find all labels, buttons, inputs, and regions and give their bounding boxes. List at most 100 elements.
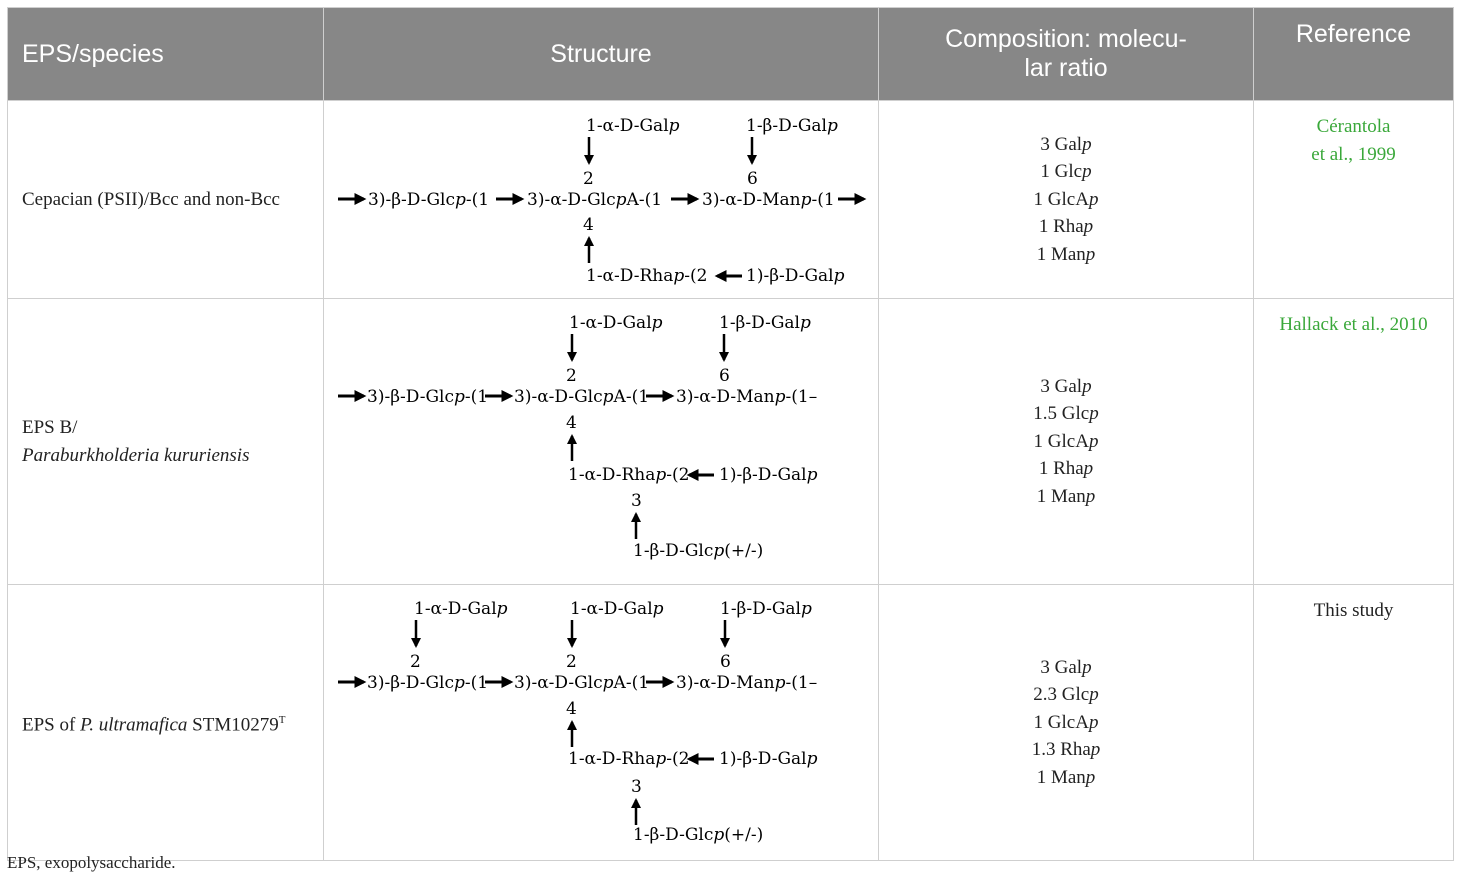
structure-cell: 1-α-D-Galp 1-α-D-Galp 1-β-D-Galp 2 2 6 3… <box>323 584 879 861</box>
down-arrow-icon <box>747 137 757 165</box>
up-arrow-icon <box>567 434 577 461</box>
species-cell: EPS of P. ultramafica STM10279T <box>7 584 324 861</box>
composition-line: 3 Galp <box>1040 656 1092 678</box>
linkage-position: 3 <box>631 777 642 797</box>
down-arrow-icon <box>584 137 594 165</box>
up-arrow-icon <box>567 720 577 747</box>
header-structure: Structure <box>323 7 879 101</box>
branch-label: 1-α-D-Galp <box>569 313 663 333</box>
composition-line: 1 Rhap <box>1038 458 1094 480</box>
branch-label: 1)-β-D-Galp <box>719 749 818 769</box>
up-arrow-icon <box>584 236 594 263</box>
linkage-position: 3 <box>631 491 642 511</box>
header-composition-line1: Composition: molecu- <box>945 25 1187 53</box>
reference-link[interactable]: Hallack et al., 2010 <box>1279 314 1428 335</box>
branch-label: 1)-β-D-Galp <box>746 266 845 286</box>
backbone-residue: 3)-α-D-GlcpA-(1 <box>514 387 650 407</box>
linkage-position: 2 <box>566 652 577 672</box>
branch-label: 1-β-D-Galp <box>720 599 812 619</box>
backbone-residue: 3)-α-D-Manp-(1 <box>702 190 835 210</box>
linkage-position: 2 <box>583 169 594 189</box>
linkage-position: 6 <box>747 169 758 189</box>
composition-line: 1 Manp <box>1036 485 1096 507</box>
down-arrow-icon <box>411 620 421 648</box>
species-cell: Cepacian (PSII)/Bcc and non-Bcc <box>7 100 324 299</box>
right-arrow-icon <box>496 193 525 205</box>
composition-line: 2.3 Glcp <box>1033 684 1099 706</box>
branch-label: 1-α-D-Galp <box>414 599 508 619</box>
right-arrow-icon <box>646 676 675 688</box>
up-arrow-icon <box>631 798 641 825</box>
composition-line: 1 Manp <box>1036 766 1096 788</box>
right-arrow-icon <box>338 676 367 688</box>
down-arrow-icon <box>720 620 730 648</box>
left-arrow-icon <box>686 469 714 481</box>
composition-cell: 3 Galp 2.3 Glcp 1 GlcAp 1.3 Rhap 1 Manp <box>878 584 1254 861</box>
structure-diagram: 1-α-D-Galp 1-β-D-Galp 2 6 3)-β-D-Glcp-(1… <box>324 101 879 298</box>
composition-line: 3 Galp <box>1040 133 1092 155</box>
right-arrow-icon <box>838 193 867 205</box>
right-arrow-icon <box>485 676 514 688</box>
composition-line: 1 Rhap <box>1038 216 1094 238</box>
right-arrow-icon <box>671 193 700 205</box>
branch-label: 1-α-D-Rhap-(2 <box>568 749 690 769</box>
eps-table: EPS/species Structure Composition: molec… <box>7 7 1454 861</box>
right-arrow-icon <box>338 390 367 402</box>
branch-label: 1)-β-D-Galp <box>719 465 818 485</box>
composition-line: 1.3 Rhap <box>1031 739 1101 761</box>
composition-line: 3 Galp <box>1040 375 1092 397</box>
right-arrow-icon <box>646 390 675 402</box>
backbone-residue: 3)-β-D-Glcp-(1 <box>367 673 489 693</box>
linkage-position: 4 <box>583 215 594 235</box>
backbone-residue: 3)-β-D-Glcp-(1 <box>368 190 490 210</box>
composition-line: 1 GlcAp <box>1033 430 1099 452</box>
composition-line: 1 GlcAp <box>1033 188 1099 210</box>
left-arrow-icon <box>714 270 742 282</box>
composition-line: 1 Manp <box>1036 243 1096 265</box>
down-arrow-icon <box>567 620 577 648</box>
header-reference: Reference <box>1253 7 1454 101</box>
table-footnote: EPS, exopolysaccharide. <box>7 853 176 872</box>
branch-label: 1-β-D-Galp <box>719 313 811 333</box>
up-arrow-icon <box>631 512 641 539</box>
composition-cell: 3 Galp 1.5 Glcp 1 GlcAp 1 Rhap 1 Manp <box>878 298 1254 585</box>
linkage-position: 4 <box>566 413 577 433</box>
linkage-position: 6 <box>720 652 731 672</box>
header-row: EPS/species Structure Composition: molec… <box>7 7 1454 101</box>
backbone-residue: 3)-β-D-Glcp-(1 <box>367 387 489 407</box>
structure-diagram: 1-α-D-Galp 1-β-D-Galp 2 6 3)-β-D-Glcp-(1… <box>324 299 879 584</box>
linkage-position: 2 <box>410 652 421 672</box>
table-row: EPS of P. ultramafica STM10279T 1-α-D-Ga… <box>7 584 1454 861</box>
right-arrow-icon <box>485 390 514 402</box>
backbone-residue: 3)-α-D-GlcpA-(1 <box>514 673 650 693</box>
branch-label: 1-β-D-Glcp(+/-) <box>633 825 764 845</box>
down-arrow-icon <box>719 334 729 362</box>
header-composition: Composition: molecu- lar ratio <box>878 7 1254 101</box>
species-cell: EPS B/Paraburkholderia kururiensis <box>7 298 324 585</box>
header-species: EPS/species <box>7 7 324 101</box>
branch-label: 1-β-D-Glcp(+/-) <box>633 541 764 561</box>
table-row: Cepacian (PSII)/Bcc and non-Bcc 1-α-D-Ga… <box>7 100 1454 299</box>
linkage-position: 4 <box>566 699 577 719</box>
reference-cell: Hallack et al., 2010 <box>1253 298 1454 585</box>
right-arrow-icon <box>338 193 367 205</box>
down-arrow-icon <box>567 334 577 362</box>
header-composition-line2: lar ratio <box>1024 54 1108 82</box>
table-row: EPS B/Paraburkholderia kururiensis 1-α-D… <box>7 298 1454 585</box>
branch-label: 1-α-D-Rhap-(2 <box>586 266 708 286</box>
composition-line: 1 GlcAp <box>1033 711 1099 733</box>
structure-cell: 1-α-D-Galp 1-β-D-Galp 2 6 3)-β-D-Glcp-(1… <box>323 298 879 585</box>
left-arrow-icon <box>686 753 714 765</box>
linkage-position: 2 <box>566 366 577 386</box>
branch-label: 1-α-D-Galp <box>586 116 680 136</box>
composition-line: 1 Glcp <box>1040 161 1092 183</box>
composition-cell: 3 Galp 1 Glcp 1 GlcAp 1 Rhap 1 Manp <box>878 100 1254 299</box>
backbone-residue: 3)-α-D-GlcpA-(1 <box>527 190 663 210</box>
backbone-residue: 3)-α-D-Manp-(1– <box>676 673 818 693</box>
branch-label: 1-β-D-Galp <box>746 116 838 136</box>
backbone-residue: 3)-α-D-Manp-(1– <box>676 387 818 407</box>
branch-label: 1-α-D-Galp <box>570 599 664 619</box>
structure-cell: 1-α-D-Galp 1-β-D-Galp 2 6 3)-β-D-Glcp-(1… <box>323 100 879 299</box>
